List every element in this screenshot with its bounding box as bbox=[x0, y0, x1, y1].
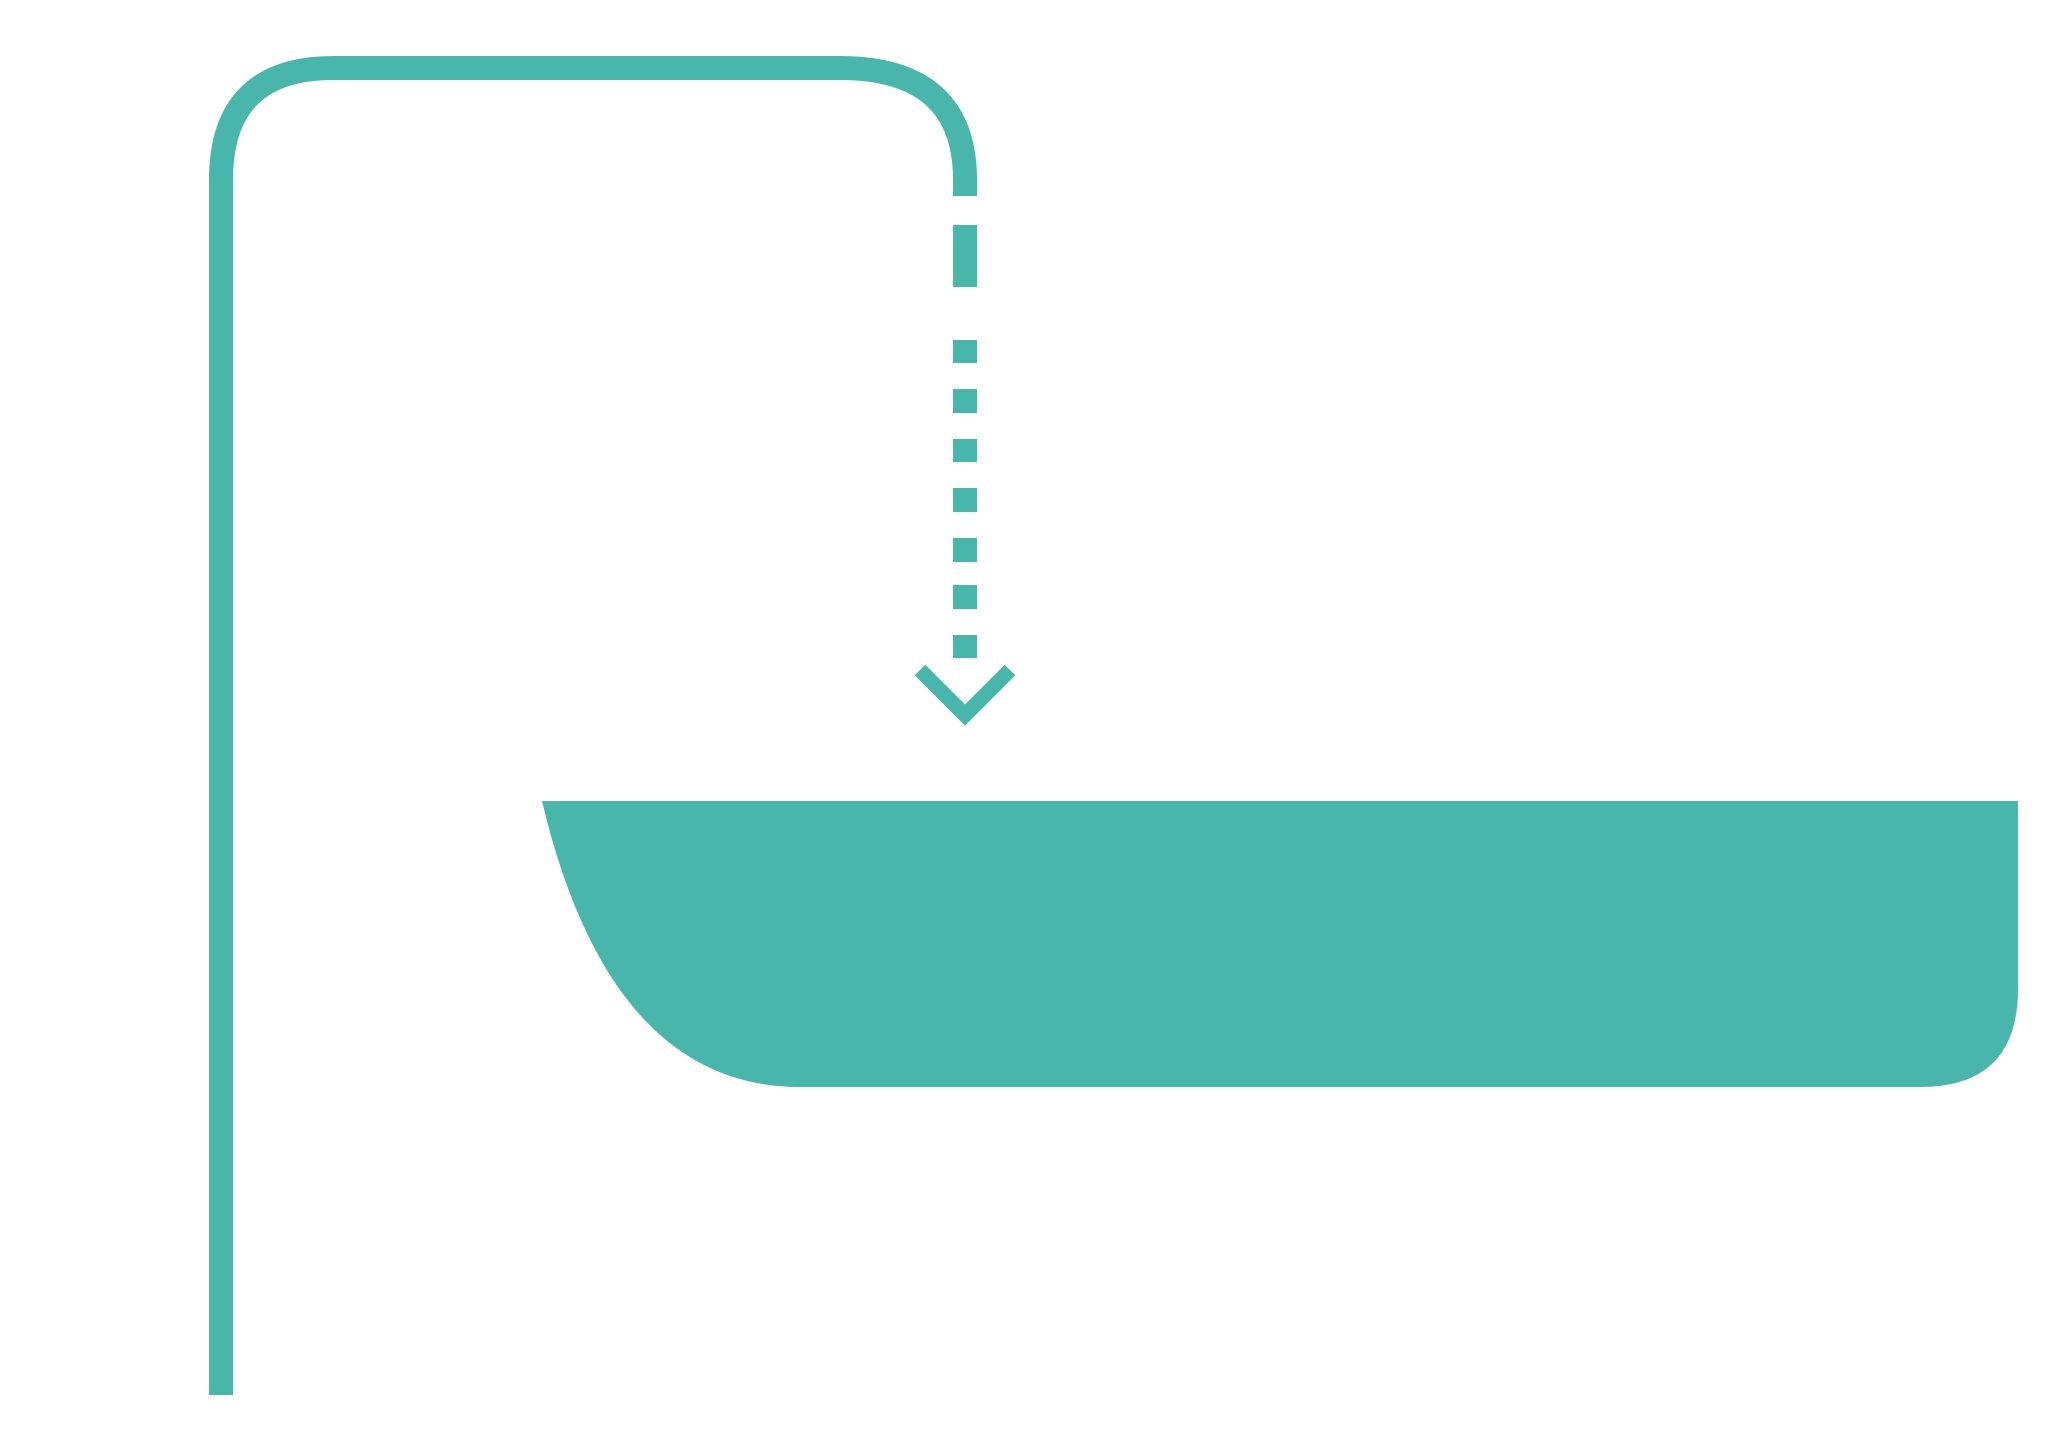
connector-line-solid bbox=[209, 56, 977, 1395]
bottom-panel-shape bbox=[542, 801, 2018, 1087]
chevron-down-icon bbox=[914, 664, 1016, 726]
